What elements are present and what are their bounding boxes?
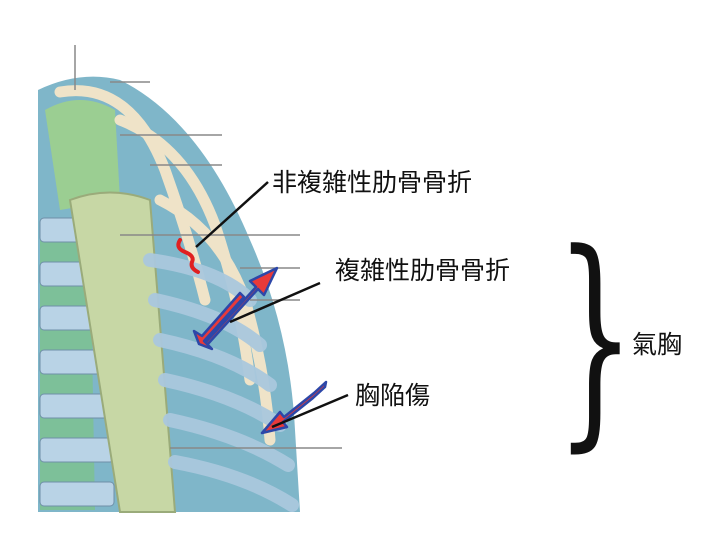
right-brace: } — [555, 224, 635, 454]
pneumothorax-label: 氣胸 — [632, 332, 682, 357]
simple-rib-fracture-label: 非複雑性肋骨骨折 — [272, 170, 472, 195]
thorax-illustration — [38, 45, 342, 512]
compound-rib-fracture-label: 複雑性肋骨骨折 — [335, 258, 510, 283]
chest-wound-label: 胸陥傷 — [355, 383, 430, 408]
